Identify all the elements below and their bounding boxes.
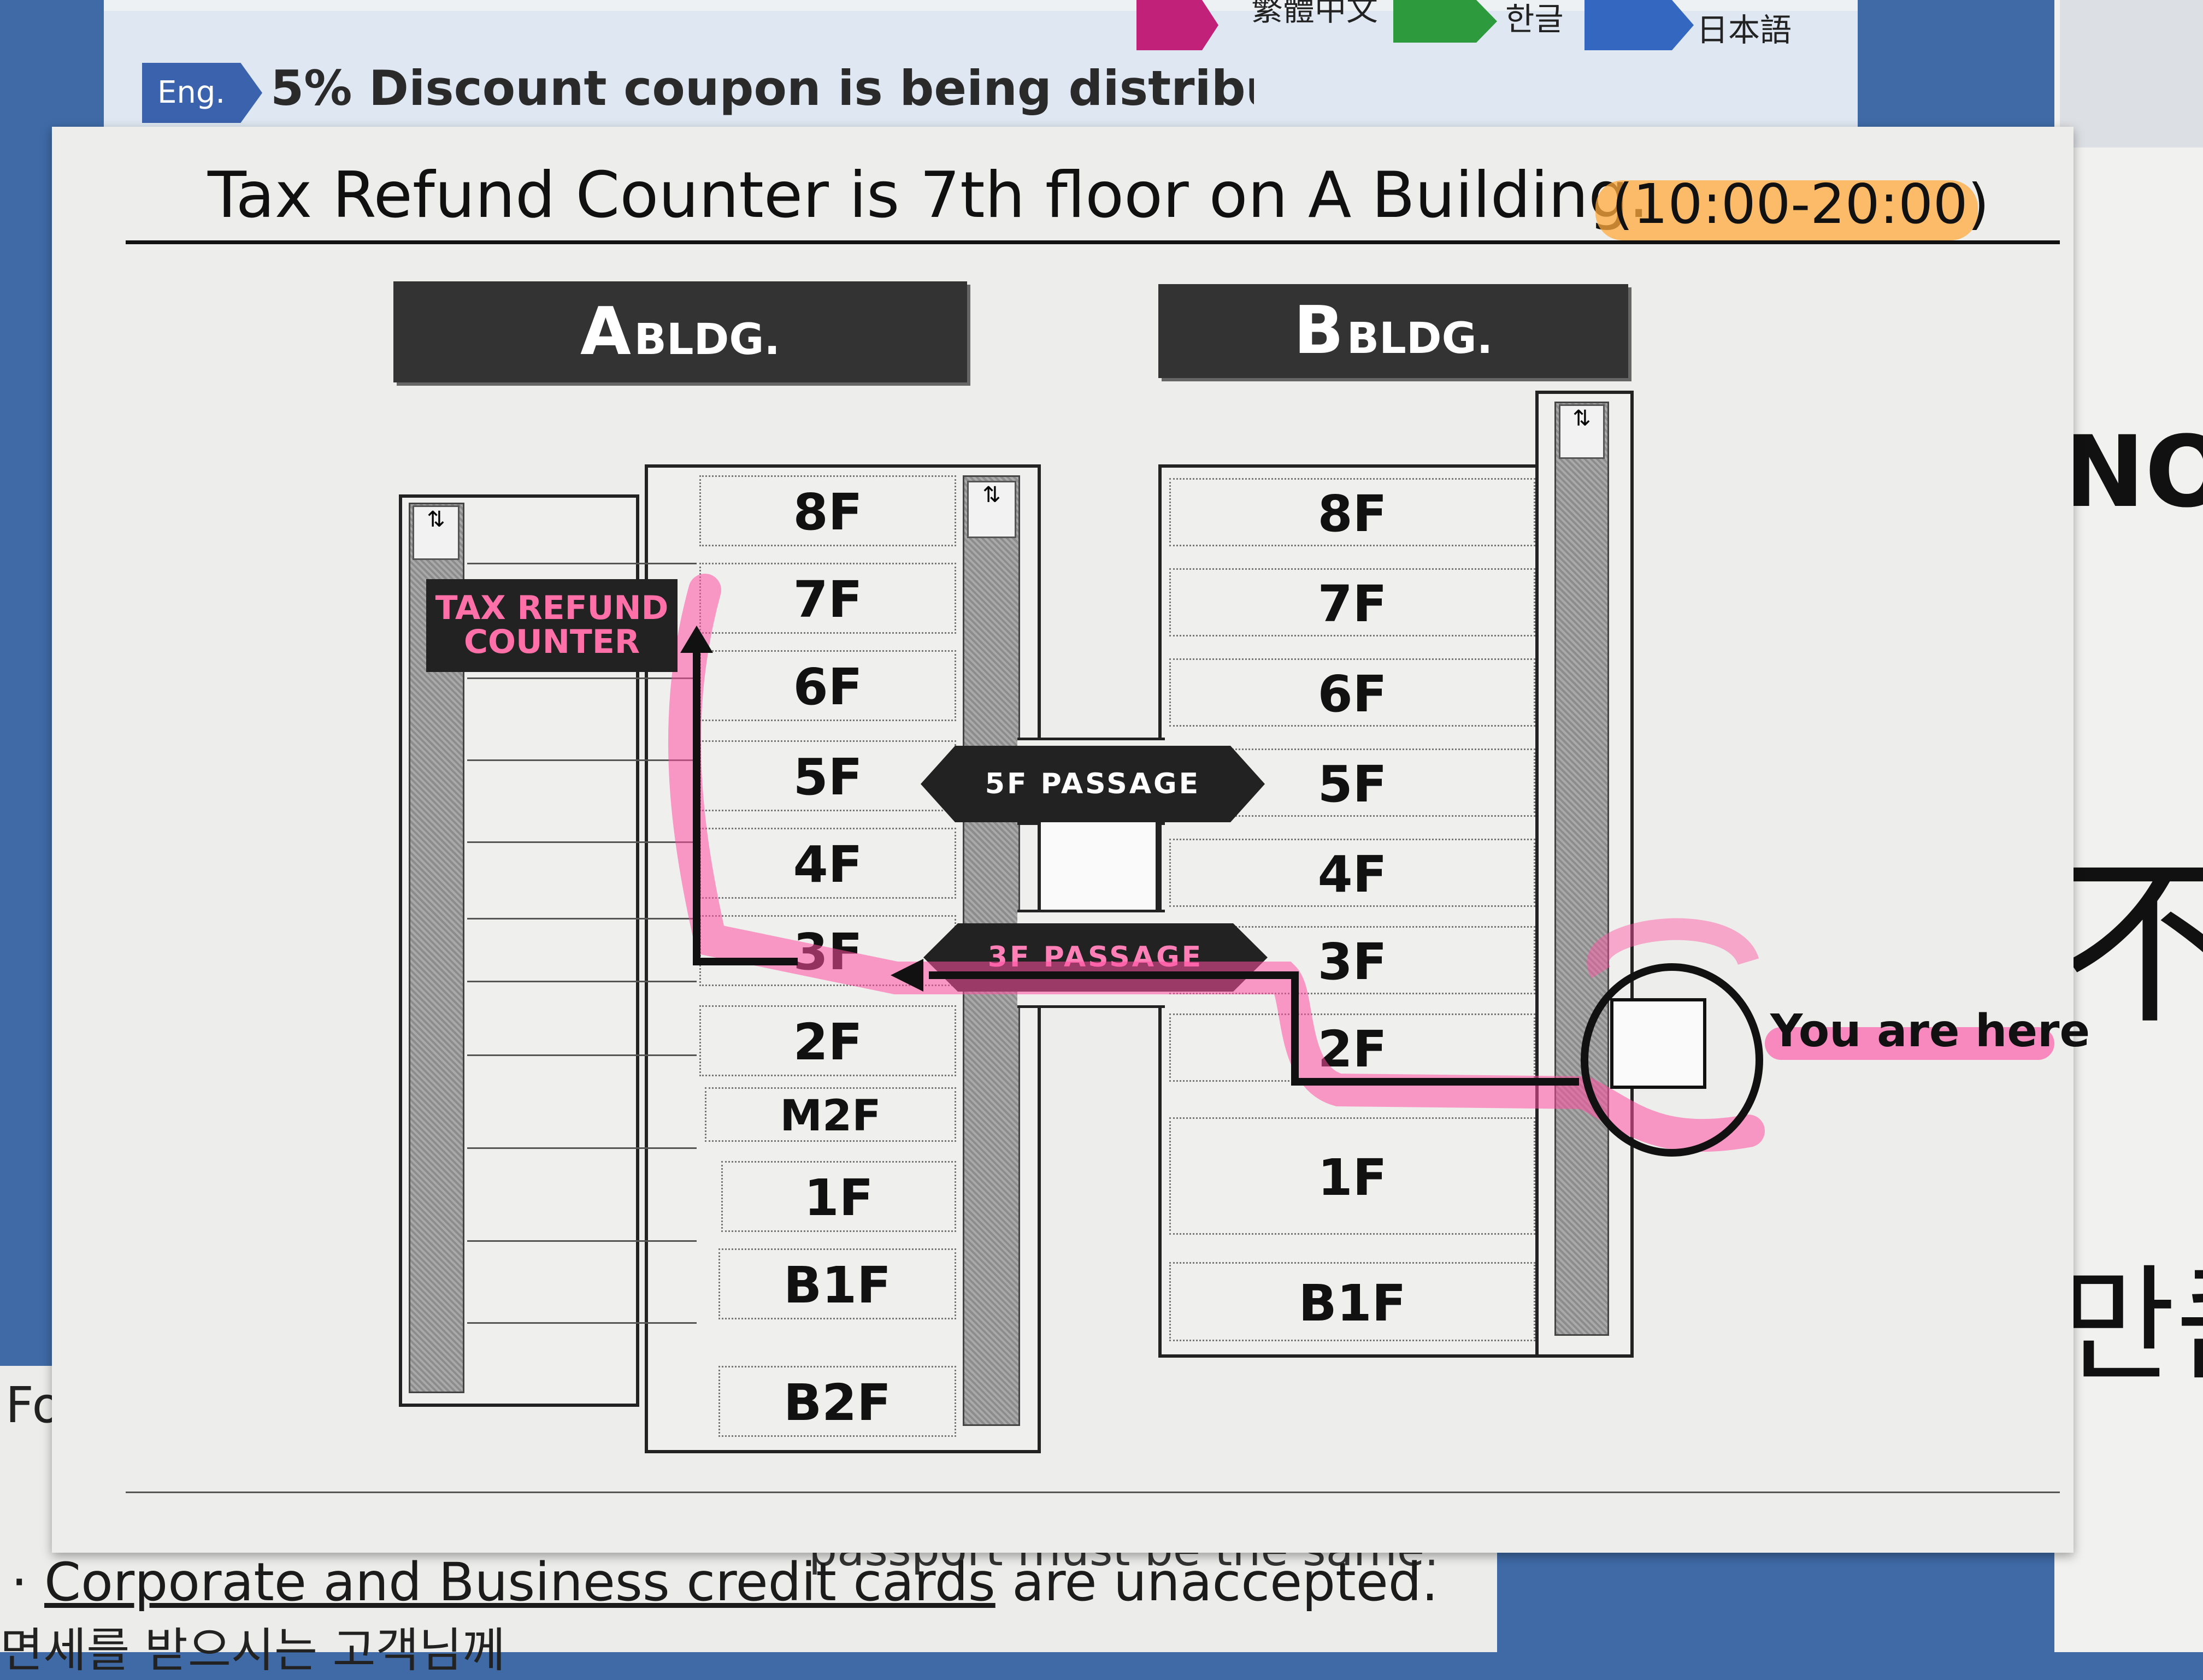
a-wing-divider — [467, 1240, 697, 1242]
a-wing-divider — [467, 759, 697, 761]
a-building-title: A BLDG. — [393, 281, 967, 382]
lang-tag-ja — [1584, 0, 1694, 50]
hours-highlight — [1595, 180, 1978, 240]
circle-highlight — [1587, 918, 1759, 978]
sign-headline: Tax Refund Counter is 7th floor on A Bui… — [208, 158, 1649, 232]
a-floor-2f: 2F — [699, 1005, 956, 1076]
eng-tag: Eng. — [142, 63, 262, 123]
lang-label-ko: 한글 — [1505, 1, 1564, 38]
background-notice-right — [2054, 0, 2203, 1652]
route-highlight — [668, 574, 1765, 1152]
a-left-elevator-icon: ⇅ — [413, 505, 460, 560]
a-wing-divider — [467, 1322, 697, 1324]
route-arrow-up — [680, 626, 713, 653]
credit-card-bullet: · — [11, 1552, 45, 1613]
a-wing-divider — [467, 563, 697, 564]
b-building-suffix: BLDG. — [1346, 314, 1493, 363]
b-floor-4f: 4F — [1169, 839, 1535, 907]
right-text-no: NO — [2063, 415, 2203, 529]
b-floor-8f: 8F — [1169, 478, 1535, 546]
a-floor-b1f: B1F — [718, 1248, 956, 1319]
lang-tag-ko — [1393, 0, 1497, 43]
a-building-letter: A — [580, 294, 631, 370]
credit-card-emphasis: Corporate and Business credit cards — [44, 1552, 996, 1613]
b-elevator-icon: ⇅ — [1559, 404, 1605, 459]
header-rule — [126, 240, 2060, 244]
a-building-suffix: BLDG. — [634, 315, 780, 364]
a-floor-5f: 5F — [699, 740, 956, 811]
credit-card-note: · Corporate and Business credit cards ar… — [11, 1552, 1438, 1613]
b-building-title: B BLDG. — [1158, 284, 1628, 378]
lang-label-ja: 日本語 — [1697, 11, 1792, 49]
a-wing-divider — [467, 841, 697, 843]
credit-card-tail: are unaccepted. — [995, 1552, 1439, 1613]
you-are-here-highlight — [1765, 1027, 2054, 1060]
a-wing-divider — [467, 981, 697, 982]
current-position-box — [1610, 998, 1706, 1089]
you-are-here-label: You are here — [1770, 1005, 2090, 1057]
right-text-bu: 不 — [2060, 839, 2203, 1049]
a-wing-divider — [467, 1147, 697, 1149]
b-floor-b1f: B1F — [1169, 1262, 1535, 1341]
a-wing-divider — [467, 1054, 697, 1056]
tax-refund-line-1: TAX REFUND — [435, 589, 669, 627]
b-floor-6f: 6F — [1169, 658, 1535, 727]
b-floor-2f: 2F — [1169, 1013, 1535, 1082]
opening-hours: (10:00-20:00) — [1612, 172, 1989, 236]
b-floor-7f: 7F — [1169, 568, 1535, 636]
a-wing-divider — [467, 677, 697, 679]
b-floor-1f: 1F — [1169, 1117, 1535, 1235]
b-building-letter: B — [1293, 293, 1344, 369]
a-right-elevator-icon: ⇅ — [967, 481, 1016, 538]
footer-rule — [126, 1492, 2060, 1493]
notice-right-top — [2060, 0, 2203, 148]
tax-refund-counter-label: TAX REFUND COUNTER — [426, 579, 678, 672]
notice-band — [104, 11, 1858, 137]
a-floor-8f: 8F — [699, 475, 956, 546]
right-text-korean: 만큼 — [2060, 1253, 2203, 1399]
lang-tag-zh — [1136, 0, 1218, 50]
a-floor-4f: 4F — [699, 828, 956, 899]
route-line-b — [929, 971, 1579, 1086]
discount-notice: 5% Discount coupon is being distributi — [270, 60, 1254, 116]
a-floor-1f: 1F — [721, 1161, 956, 1232]
route-line-a — [693, 639, 798, 965]
a-floor-m2f: M2F — [705, 1087, 956, 1142]
tax-refund-line-2: COUNTER — [463, 623, 640, 661]
a-floor-b2f: B2F — [718, 1366, 956, 1437]
lang-label-zh: 繁體中文 — [1251, 0, 1379, 28]
b-elevator-shaft — [1554, 402, 1609, 1336]
route-arrow-left — [891, 959, 923, 992]
a-wing-divider — [467, 918, 697, 919]
a-floor-7f: 7F — [699, 563, 956, 634]
a-floor-6f: 6F — [699, 650, 956, 721]
passage-5f: 5F PASSAGE — [921, 746, 1265, 822]
current-position-circle — [1581, 963, 1763, 1157]
